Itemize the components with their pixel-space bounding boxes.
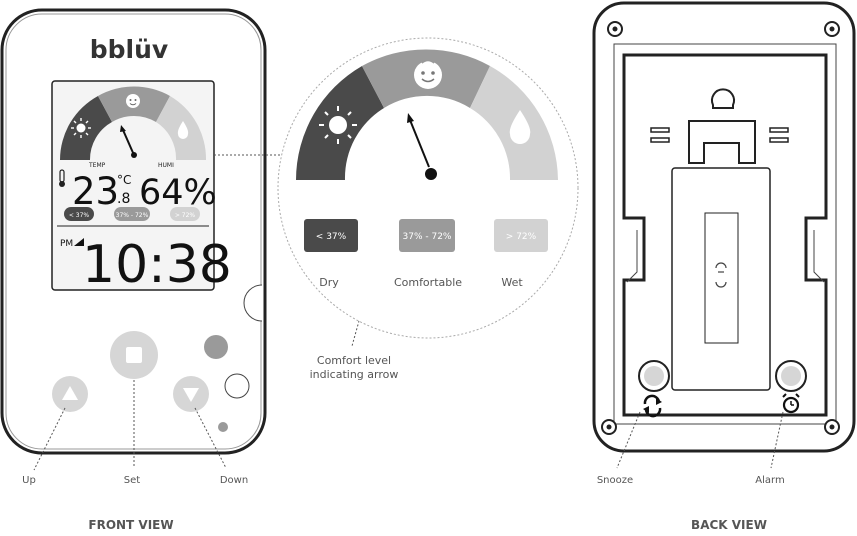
thermometer-icon bbox=[59, 169, 65, 187]
zoom-comfort-arrow-head bbox=[407, 113, 414, 123]
zoom-comfort-range: 37% - 72% bbox=[403, 232, 452, 242]
zoom-wet-range: > 72% bbox=[506, 232, 537, 242]
zoom-comfortable-label: Comfortable bbox=[394, 276, 462, 289]
battery-slot bbox=[704, 212, 739, 344]
alarm-label: Alarm bbox=[755, 475, 784, 486]
front-view-label: FRONT VIEW bbox=[88, 518, 173, 532]
zoom-wet-label: Wet bbox=[501, 276, 523, 289]
lcd-needle-pivot bbox=[131, 152, 137, 158]
zoom-comfort-arrow bbox=[409, 119, 430, 168]
arrow-callout-line1: Comfort level bbox=[317, 354, 391, 367]
lcd-screen: TEMP HUMI 23 °C .8 64% < 37% 37% - 72% >… bbox=[51, 80, 232, 295]
lcd-humidity: 64% bbox=[139, 173, 217, 213]
arrow-callout-line2: indicating arrow bbox=[310, 368, 399, 381]
zoom-dry-label: Dry bbox=[319, 276, 339, 289]
zoom-sun-icon bbox=[319, 106, 357, 144]
zoom-water-drop-icon bbox=[509, 110, 531, 144]
lcd-wet-range: > 72% bbox=[175, 212, 196, 219]
side-button[interactable] bbox=[243, 284, 263, 322]
lcd-comfort-arrow bbox=[122, 129, 135, 156]
back-view-label: BACK VIEW bbox=[691, 518, 767, 532]
back-callout-lines bbox=[616, 411, 784, 469]
lcd-temp-decimal: .8 bbox=[117, 191, 130, 207]
lcd-ampm: PM bbox=[60, 239, 73, 249]
zoom-wet-badge bbox=[494, 219, 548, 252]
up-label: Up bbox=[22, 475, 36, 486]
stop-square-icon bbox=[126, 347, 142, 363]
alarm-clock-icon bbox=[782, 393, 800, 414]
lcd-water-drop-icon bbox=[177, 121, 189, 139]
battery-symbol-icon bbox=[715, 262, 727, 288]
wall-hanger-keyhole bbox=[711, 88, 735, 109]
lcd-baby-face-icon bbox=[126, 94, 140, 108]
lcd-humi-label: HUMI bbox=[158, 162, 174, 169]
lcd-time: 10:38 bbox=[82, 235, 232, 295]
zoom-comfort-badge bbox=[399, 219, 455, 252]
snooze-label: Snooze bbox=[597, 475, 633, 486]
lcd-wet-badge bbox=[170, 207, 200, 221]
lcd-temperature: 23 bbox=[72, 170, 119, 213]
zoom-dry-badge bbox=[304, 219, 358, 252]
small-led-dot bbox=[218, 422, 228, 432]
back-device bbox=[592, 1, 856, 453]
lcd-dry-badge bbox=[64, 207, 94, 221]
set-label: Set bbox=[124, 475, 141, 486]
lcd-dry-zone bbox=[60, 96, 112, 160]
lcd-comfort-arrow-head bbox=[120, 125, 126, 132]
zoom-baby-face-icon bbox=[414, 59, 442, 89]
lcd-comfort-range: 37% - 72% bbox=[116, 212, 149, 219]
status-led-dot bbox=[204, 335, 228, 359]
stand-clip bbox=[688, 120, 756, 164]
down-label: Down bbox=[220, 475, 248, 486]
lcd-sun-icon bbox=[71, 118, 91, 138]
battery-compartment bbox=[622, 53, 828, 417]
lcd-dry-range: < 37% bbox=[69, 212, 90, 219]
brand-logo: bblüv bbox=[90, 35, 168, 64]
vent-slots bbox=[650, 127, 789, 143]
lcd-temp-label: TEMP bbox=[88, 162, 106, 169]
lcd-comfort-badge bbox=[114, 207, 150, 221]
zoom-needle-pivot bbox=[425, 168, 437, 180]
lcd-temp-unit: °C bbox=[117, 173, 131, 187]
lcd-indicator-triangle bbox=[74, 238, 84, 246]
zoomed-gauge: < 37% 37% - 72% > 72% Dry Comfortable We… bbox=[277, 37, 579, 339]
light-sensor-circle bbox=[224, 373, 250, 399]
zoom-dry-range: < 37% bbox=[316, 232, 347, 242]
down-triangle-icon bbox=[183, 388, 199, 402]
up-triangle-icon bbox=[62, 386, 78, 400]
